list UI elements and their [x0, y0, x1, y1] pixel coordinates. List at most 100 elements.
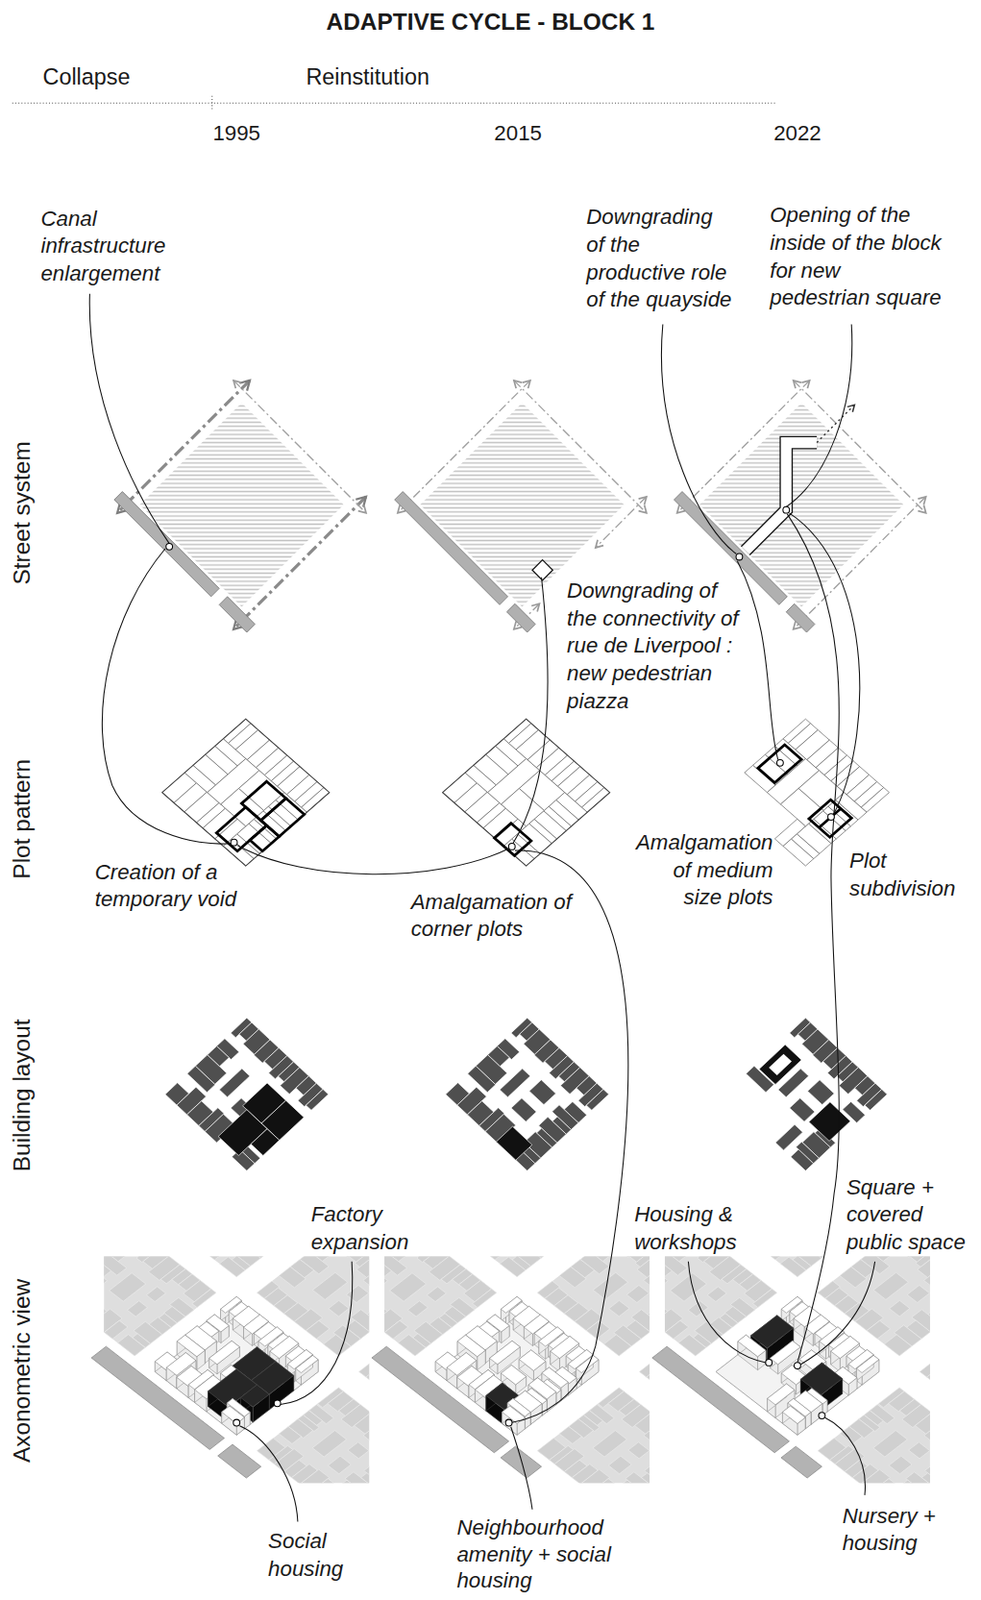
context-building [390, 1273, 427, 1302]
leader-line [661, 323, 736, 554]
plot [184, 764, 216, 792]
canal [781, 1446, 822, 1478]
leader-line [800, 1261, 875, 1365]
year-label: 2022 [756, 119, 838, 148]
context-building [769, 1256, 789, 1261]
leader-line [786, 514, 839, 1363]
canal [219, 596, 255, 633]
context-building [359, 1361, 370, 1377]
timeline-tick [211, 96, 213, 111]
building-footprint [511, 1098, 537, 1123]
street-block-hatch [699, 402, 904, 607]
building-roof [209, 1340, 241, 1365]
building-roof [457, 1334, 486, 1356]
building-roof [176, 1334, 205, 1356]
axonometric-panel [371, 1296, 599, 1478]
plot [301, 787, 330, 813]
context-building [638, 1361, 650, 1377]
building-footprint [586, 1088, 609, 1110]
context-building [883, 1334, 912, 1356]
context-building [366, 1366, 369, 1384]
context-building [592, 1430, 627, 1457]
plot [783, 838, 814, 866]
context-building [354, 1412, 369, 1434]
context-building [917, 1256, 931, 1278]
leader-dot [230, 838, 238, 846]
context-building [312, 1430, 346, 1457]
context-building [146, 1286, 166, 1302]
plot-pattern-panel [442, 718, 611, 866]
context-building [384, 1265, 388, 1286]
context-building [209, 1256, 229, 1261]
context-building [407, 1300, 428, 1317]
building-roof [518, 1349, 546, 1372]
callout-note: Social housing [268, 1526, 370, 1582]
axonometric-panel [652, 1296, 880, 1478]
building-roof [221, 1405, 246, 1423]
context-building [871, 1478, 896, 1483]
highlighted-plot [216, 807, 267, 852]
context-building [559, 1425, 582, 1444]
timeline [12, 102, 776, 104]
context-blocks [664, 1256, 931, 1484]
leader-dot [828, 813, 835, 821]
building-roof [751, 1315, 794, 1349]
context-building [219, 1256, 246, 1277]
context-building [919, 1361, 931, 1377]
callout-note: Downgrading of the productive role of th… [586, 202, 735, 314]
street-axis [117, 380, 250, 514]
context-building [592, 1272, 628, 1300]
highlighted-building [809, 1102, 851, 1142]
courtyard [768, 1054, 792, 1076]
building-footprint [808, 1079, 835, 1105]
leader-line [101, 548, 230, 844]
canal [91, 1346, 224, 1449]
context-building [347, 1442, 369, 1459]
context-building [328, 1299, 349, 1317]
building-roof [737, 1334, 766, 1356]
row-label: Plot pattern [8, 759, 37, 880]
highlighted-plot [241, 781, 286, 821]
context-building [896, 1479, 926, 1483]
context-building [678, 1334, 707, 1356]
context-building [873, 1430, 908, 1457]
phase-label: Reinstitution [305, 63, 479, 92]
building-roof [295, 1354, 319, 1373]
context-building [866, 1320, 891, 1339]
context-block [715, 1256, 880, 1277]
context-block [435, 1256, 599, 1277]
context-building [924, 1421, 931, 1443]
block-outline [162, 718, 330, 866]
building-roof [490, 1340, 521, 1365]
context-building [590, 1478, 615, 1483]
callout-note: Amalgamation of corner plots [411, 886, 580, 942]
context-building [559, 1266, 587, 1288]
leader-line [511, 850, 629, 1423]
leader-dot [818, 1412, 826, 1420]
plot [860, 787, 889, 813]
building-roof [500, 1365, 526, 1385]
leader-line [687, 1261, 766, 1363]
context-block [638, 1308, 650, 1436]
building-footprint [499, 1068, 531, 1098]
leader-line [788, 513, 859, 815]
context-block [103, 1256, 217, 1356]
context-block [919, 1308, 931, 1436]
context-building [345, 1284, 368, 1302]
context-building [643, 1264, 650, 1286]
building-roof [782, 1405, 806, 1423]
canal [506, 603, 536, 633]
building-roof [240, 1384, 270, 1407]
building-footprint [467, 1065, 496, 1092]
context-building [363, 1421, 369, 1443]
context-block [384, 1256, 497, 1356]
leader-dot [505, 1419, 513, 1426]
context-building [637, 1256, 650, 1278]
leader-dot [508, 842, 516, 850]
context-building [327, 1455, 351, 1474]
leader-line [736, 561, 778, 761]
plot [780, 787, 824, 826]
context-building [646, 1366, 650, 1384]
leader-dot [783, 506, 790, 514]
plot [215, 818, 246, 846]
